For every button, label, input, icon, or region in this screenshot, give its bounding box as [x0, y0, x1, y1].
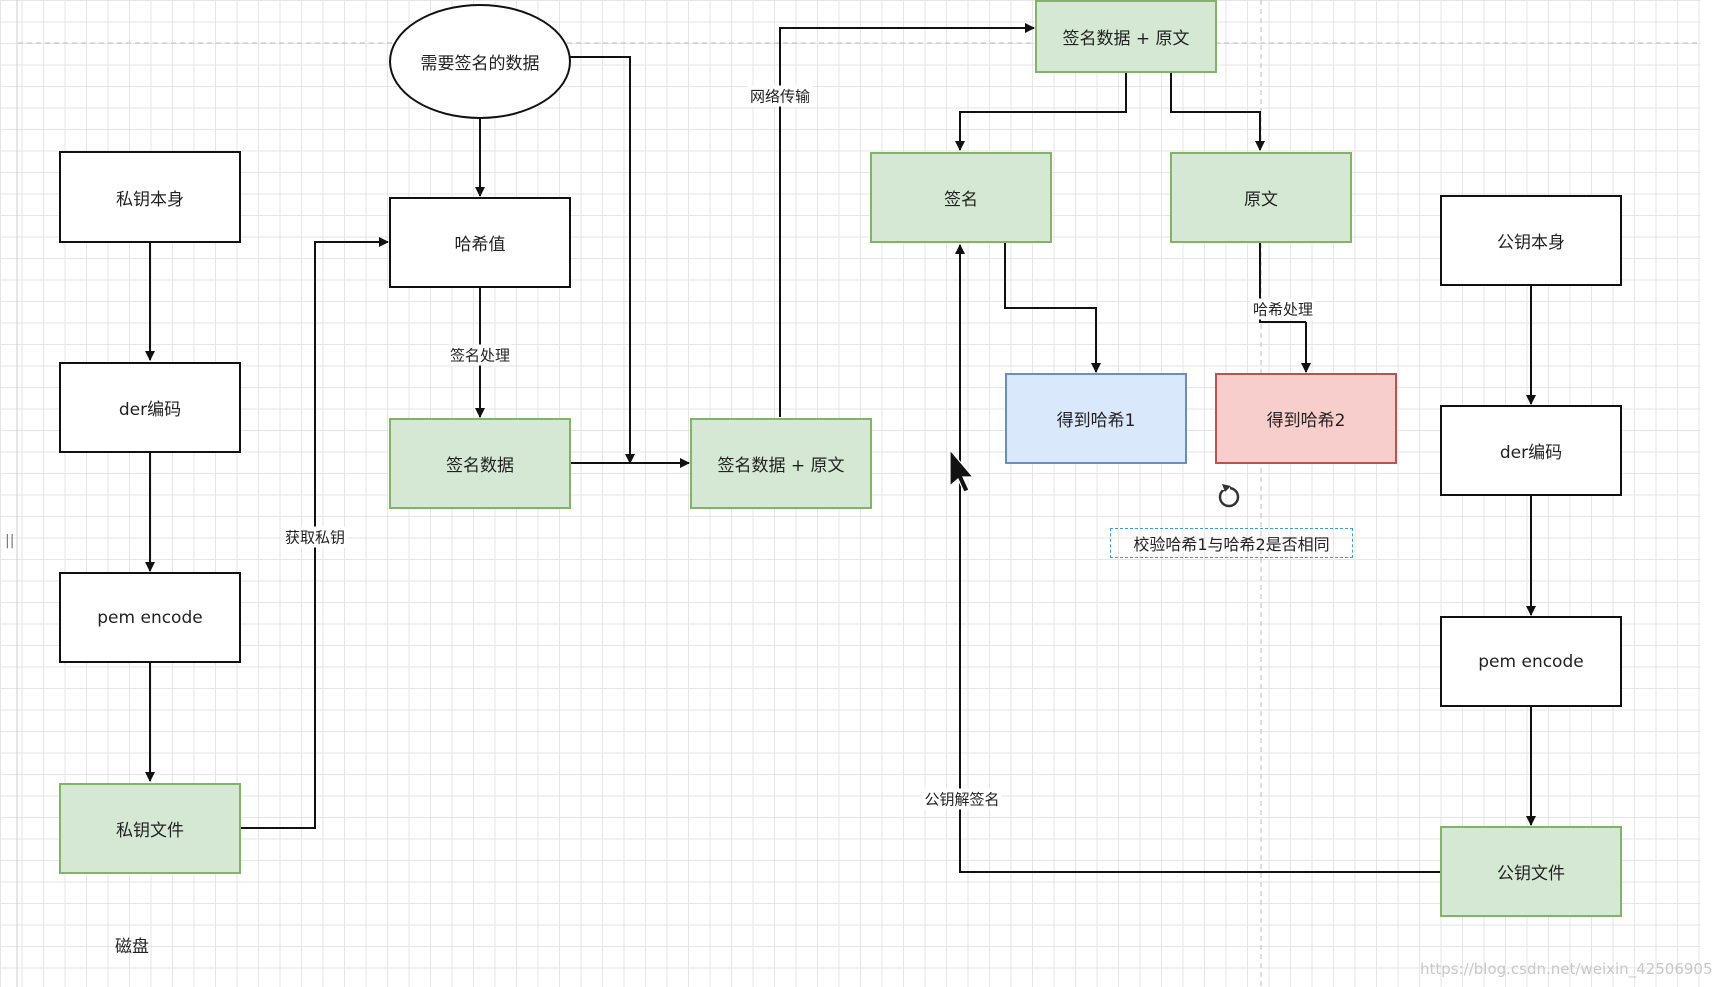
edge-signature-to-hash1[interactable]	[1004, 243, 1101, 373]
node-signature[interactable]: 签名	[870, 152, 1052, 243]
edge-top-to-signature[interactable]	[955, 73, 1127, 151]
label-get-private-key[interactable]: 获取私钥	[282, 526, 348, 548]
node-der-encode-left[interactable]: der编码	[59, 362, 241, 453]
node-data-to-sign[interactable]: 需要签名的数据	[389, 4, 571, 119]
node-private-key-self[interactable]: 私钥本身	[59, 151, 241, 243]
node-signed-plus-original-top[interactable]: 签名数据 + 原文	[1035, 0, 1217, 73]
edge-data-to-merge[interactable]	[570, 56, 635, 464]
edge-pubfile-to-signature[interactable]	[955, 244, 1441, 873]
text-disk[interactable]: 磁盘	[115, 937, 149, 957]
label-sign-process[interactable]: 签名处理	[447, 344, 513, 366]
node-pem-encode-right[interactable]: pem encode	[1440, 616, 1622, 707]
node-hash-value[interactable]: 哈希值	[389, 197, 571, 288]
label-hash-process[interactable]: 哈希处理	[1250, 298, 1316, 320]
side-panel-handle[interactable]: ||	[5, 533, 15, 549]
label-public-key-decrypt[interactable]: 公钥解签名	[922, 788, 1002, 810]
node-original-text[interactable]: 原文	[1170, 152, 1352, 243]
node-hash2[interactable]: 得到哈希2	[1215, 373, 1397, 464]
watermark-text: https://blog.csdn.net/weixin_42506905	[1420, 960, 1713, 978]
mouse-cursor-icon	[949, 448, 975, 493]
edge-original-to-hash2[interactable]	[1259, 243, 1306, 372]
node-private-key-file[interactable]: 私钥文件	[59, 783, 241, 874]
node-signed-plus-original-mid[interactable]: 签名数据 + 原文	[690, 418, 872, 509]
node-pem-encode-left[interactable]: pem encode	[59, 572, 241, 663]
edge-top-to-original[interactable]	[1170, 73, 1265, 151]
node-signed-data[interactable]: 签名数据	[389, 418, 571, 509]
edge-merge-to-top[interactable]	[779, 23, 1035, 417]
node-public-key-file[interactable]: 公钥文件	[1440, 826, 1622, 917]
label-network-transfer[interactable]: 网络传输	[747, 85, 813, 107]
node-hash1[interactable]: 得到哈希1	[1005, 373, 1187, 464]
node-der-encode-right[interactable]: der编码	[1440, 405, 1622, 496]
node-public-key-self[interactable]: 公钥本身	[1440, 195, 1622, 286]
text-verify-selected[interactable]: 校验哈希1与哈希2是否相同	[1110, 528, 1353, 558]
rotate-handle-icon[interactable]	[1218, 484, 1240, 508]
